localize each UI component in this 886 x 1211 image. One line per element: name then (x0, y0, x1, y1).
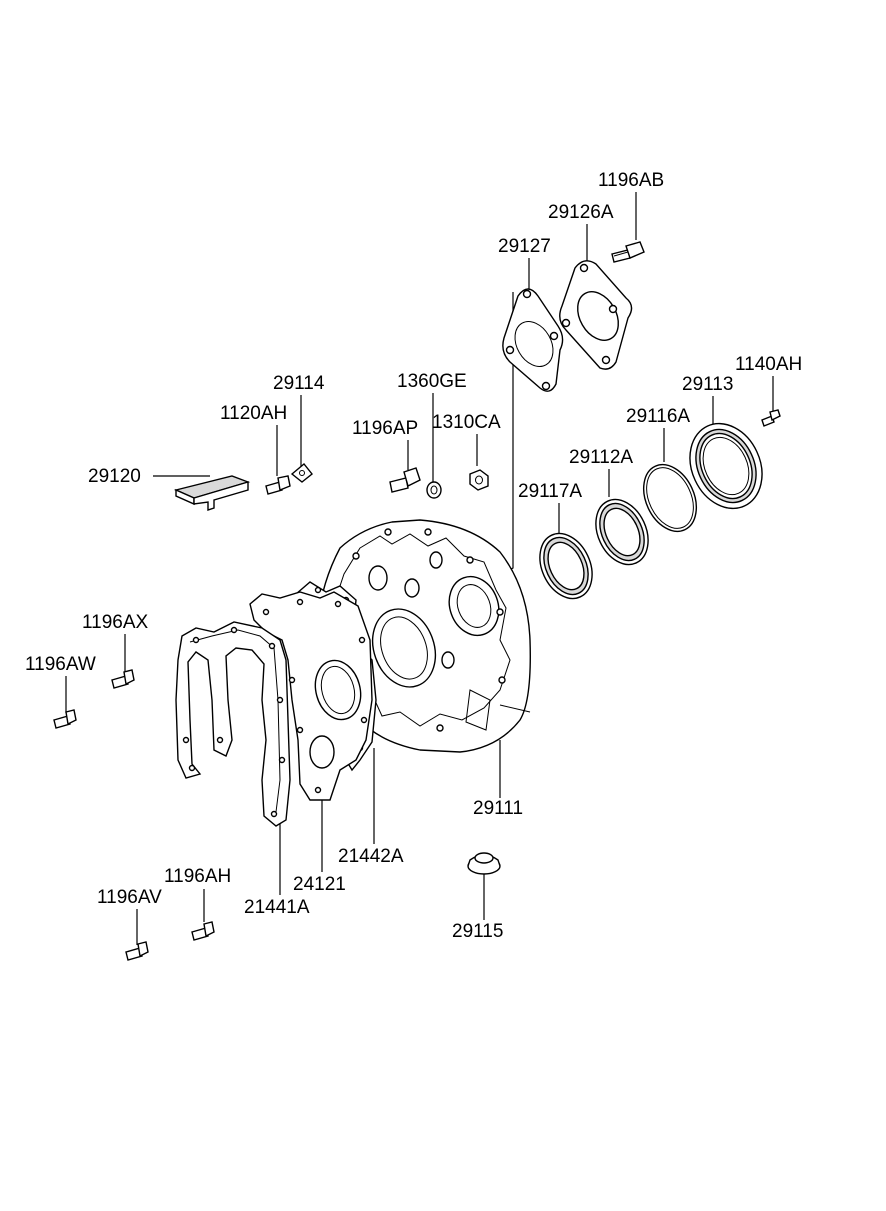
bolt-1196AW (53, 709, 77, 729)
label-1196AH: 1196AH (164, 866, 231, 887)
label-29111: 29111 (473, 798, 523, 819)
seal-29112A (595, 498, 649, 566)
label-29120: 29120 (88, 466, 141, 487)
label-29127: 29127 (498, 236, 551, 257)
cover-29120 (173, 475, 251, 511)
bracket-29114 (290, 463, 313, 483)
label-29114: 29114 (273, 373, 325, 394)
gasket-29127 (502, 288, 564, 392)
bolt-1196AB (611, 241, 645, 263)
label-1120AH: 1120AH (220, 403, 287, 424)
label-1196AP: 1196AP (352, 418, 418, 439)
label-21441A: 21441A (244, 897, 310, 918)
label-1196AX: 1196AX (82, 612, 149, 633)
label-1196AV: 1196AV (97, 887, 162, 908)
bolt-1196AX (111, 669, 135, 689)
seal-29113 (689, 422, 763, 510)
label-1140AH: 1140AH (735, 354, 802, 375)
washer-1360GE (426, 481, 442, 499)
ring-29116A (642, 463, 698, 533)
seal-29117A (539, 532, 593, 600)
label-29112A: 29112A (569, 447, 633, 468)
leader-lines (65, 192, 774, 945)
label-1196AW: 1196AW (25, 654, 96, 675)
flange-plate-29126A (559, 260, 633, 370)
bolt-1196AP (389, 467, 421, 493)
plate-24121 (249, 591, 373, 801)
label-24121: 24121 (293, 874, 346, 895)
label-29117A: 29117A (518, 481, 582, 502)
gasket-21441A (175, 621, 291, 827)
label-29116A: 29116A (626, 406, 690, 427)
label-1360GE: 1360GE (397, 371, 467, 392)
label-29126A: 29126A (548, 202, 614, 223)
bolt-1196AV (125, 941, 149, 961)
label-21442A: 21442A (338, 846, 404, 867)
bolt-1120AH (265, 475, 291, 495)
label-1196AB: 1196AB (598, 170, 664, 191)
bolt-1196AH (191, 921, 215, 941)
label-29115: 29115 (452, 921, 503, 942)
bolt-1140AH (761, 409, 781, 427)
cap-29115 (467, 852, 501, 875)
label-1310CA: 1310CA (432, 412, 501, 433)
label-29113: 29113 (682, 374, 733, 395)
nut-1310CA (469, 469, 489, 491)
